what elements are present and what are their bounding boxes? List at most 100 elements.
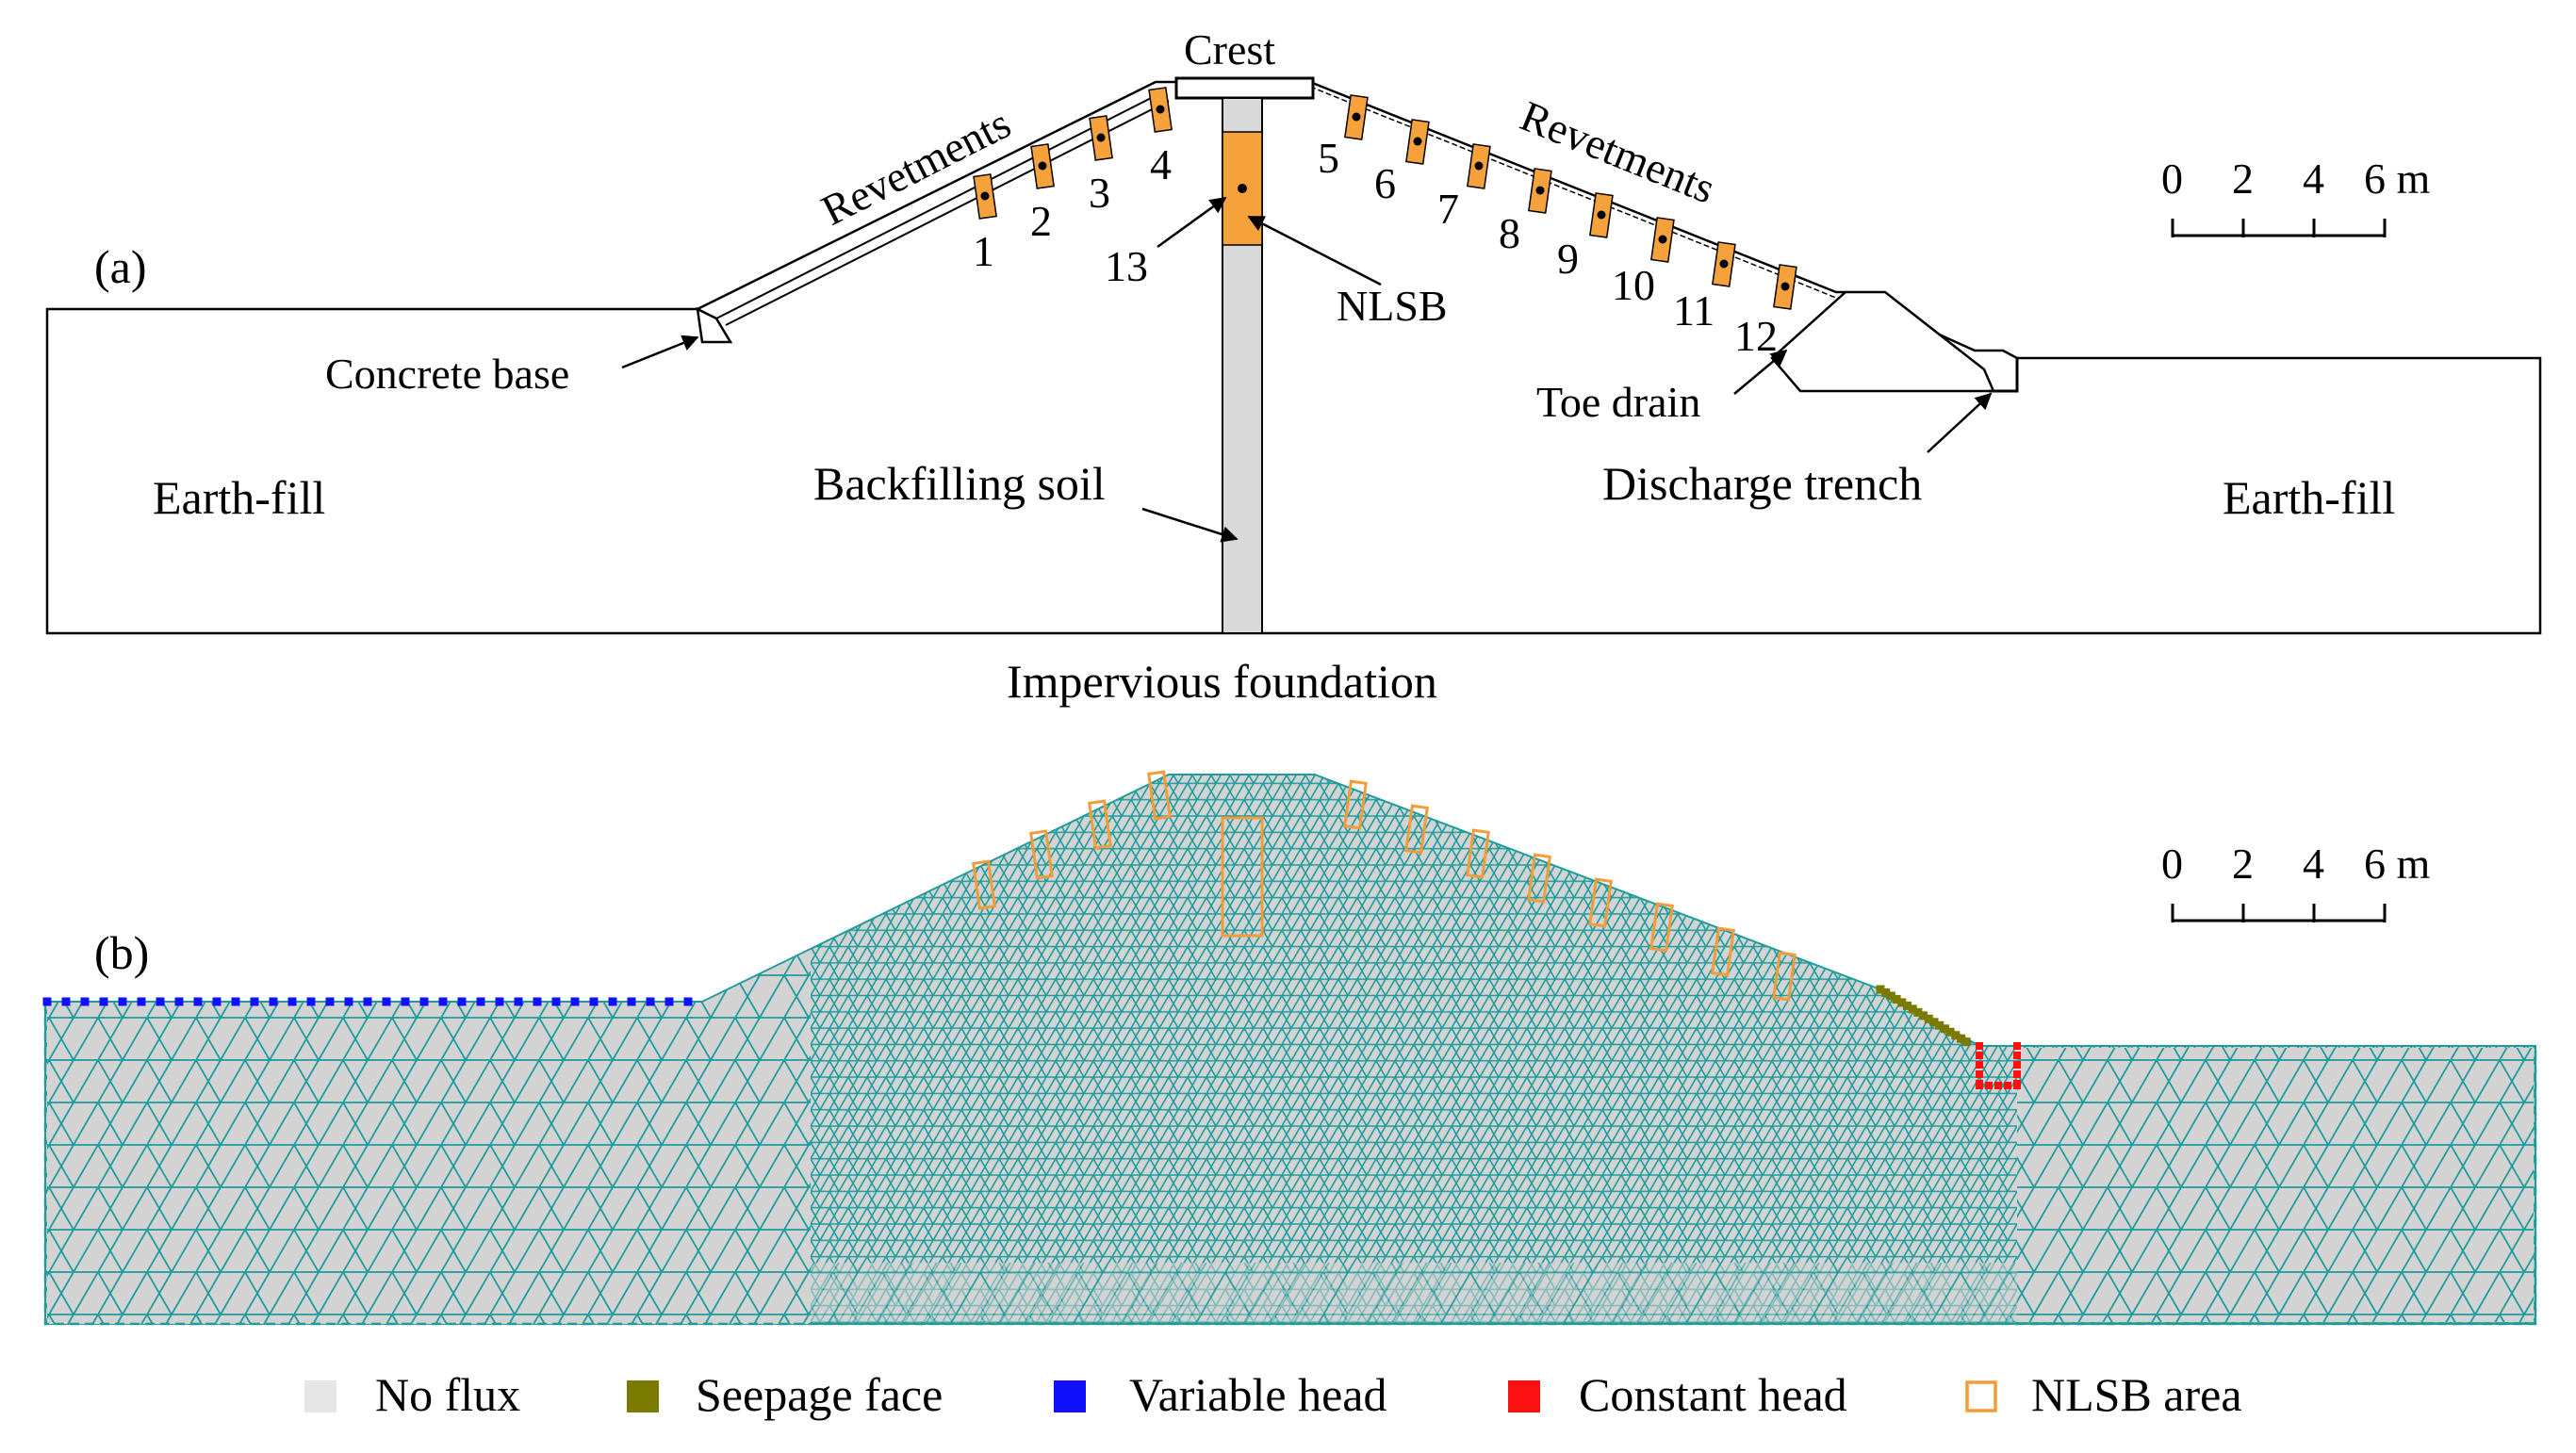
panel-b: (b) (42, 770, 2537, 1326)
seepage-face-marker (1886, 991, 1895, 1001)
variable-head-marker (627, 997, 636, 1006)
scale-bar-a-label-4: 4 (2303, 155, 2324, 203)
variable-head-marker (683, 997, 693, 1006)
nlsb-label: NLSB (1337, 282, 1448, 330)
seepage-face-marker (1897, 998, 1907, 1007)
sensor-dot-6 (1413, 137, 1422, 146)
constant-head-marker (1976, 1070, 1983, 1078)
sensor-label-6: 6 (1374, 159, 1396, 207)
sensor-dot-1 (980, 191, 990, 201)
mesh-coarse-bottom (47, 1263, 2534, 1322)
legend-swatch-seepage-face (627, 1380, 659, 1412)
legend-swatch-variable-head (1054, 1380, 1086, 1412)
sensor-dot-7 (1474, 161, 1484, 171)
variable-head-marker (457, 997, 467, 1006)
toe-drain-shape (1770, 290, 1995, 393)
variable-head-marker (382, 997, 391, 1006)
sensor-label-12: 12 (1734, 312, 1778, 360)
sensor-dot-5 (1352, 112, 1361, 122)
variable-head-marker (80, 997, 90, 1006)
nlsb-outline-5 (1343, 779, 1368, 830)
seepage-face-marker (1945, 1027, 1955, 1037)
constant-head-marker (2013, 1061, 2021, 1069)
earth-fill-right-label: Earth-fill (2223, 471, 2395, 524)
seepage-face-marker (1908, 1004, 1917, 1014)
scale-bar-a-label-6: 6 m (2364, 155, 2431, 203)
legend-label-variable-head: Variable head (1129, 1368, 1386, 1421)
sensor-13-dot (1238, 184, 1247, 193)
nlsb-outline-8 (1527, 853, 1551, 904)
toe-drain-label: Toe drain (1536, 378, 1700, 426)
scale-bar-a: 0 2 4 6 m (2161, 155, 2431, 237)
arrow-nlsb (1247, 215, 1382, 286)
variable-head-marker (363, 997, 372, 1006)
legend-label-no-flux: No flux (375, 1368, 520, 1421)
constant-head-marker (2013, 1052, 2021, 1059)
sensor-label-10: 10 (1612, 261, 1655, 309)
legend-swatch-no-flux (304, 1380, 336, 1412)
variable-head-marker (533, 997, 542, 1006)
arrow-sensor-13 (1157, 196, 1227, 249)
legend-label-seepage-face: Seepage face (696, 1368, 943, 1421)
variable-head-marker (665, 997, 674, 1006)
annotation-arrows (621, 196, 1993, 543)
panel-a-label: (a) (94, 240, 147, 293)
variable-head-marker (118, 997, 127, 1006)
sensor-label-13: 13 (1105, 242, 1148, 290)
nlsb-outline-3 (1088, 799, 1112, 850)
nlsb-outline-7 (1466, 828, 1490, 879)
variable-head-marker (212, 997, 222, 1006)
sensor-boxes (973, 87, 1797, 310)
sensor-label-11: 11 (1673, 286, 1715, 335)
scale-bar-b-label-6: 6 m (2364, 840, 2431, 888)
sensor-dot-12 (1780, 282, 1790, 291)
variable-head-marker (514, 997, 523, 1006)
legend-label-constant-head: Constant head (1579, 1368, 1847, 1421)
revetment-line-right (1309, 86, 1837, 299)
variable-head-marker (137, 997, 146, 1006)
variable-head-marker (495, 997, 504, 1006)
constant-head-marker (2004, 1082, 2011, 1089)
nlsb-outline-1 (972, 859, 996, 910)
scale-bar-a-label-2: 2 (2232, 155, 2254, 203)
constant-head-marker (1994, 1082, 2002, 1089)
earth-fill-left-label: Earth-fill (153, 471, 325, 524)
variable-head-marker (269, 997, 278, 1006)
variable-head-marker (250, 997, 259, 1006)
sensor-label-9: 9 (1557, 235, 1579, 283)
variable-head-marker (99, 997, 108, 1006)
constant-head-marker (1976, 1042, 1983, 1050)
nlsb-outline-6 (1404, 804, 1429, 855)
variable-head-marker (42, 997, 52, 1006)
constant-head-marker (2013, 1082, 2021, 1089)
sensor-dot-9 (1597, 210, 1606, 220)
nlsb-area-outlines (972, 770, 1797, 1002)
sensor-labels: 1 2 3 4 5 6 7 8 9 10 11 12 13 (973, 134, 1778, 360)
scale-bar-a-label-0: 0 (2161, 155, 2183, 203)
nlsb-outline-10 (1649, 902, 1674, 953)
variable-head-marker (551, 997, 561, 1006)
seepage-face-marker (1924, 1014, 1933, 1023)
sensor-dot-3 (1096, 133, 1106, 142)
sensor-dot-4 (1156, 105, 1165, 114)
seepage-face-marker (1919, 1011, 1928, 1020)
variable-head-marker (193, 997, 203, 1006)
constant-head-marker (1976, 1052, 1983, 1059)
mesh-coarse-left (47, 950, 811, 1324)
seepage-face-marker (1935, 1020, 1944, 1030)
variable-head-marker (589, 997, 599, 1006)
sensor-dot-10 (1658, 235, 1667, 244)
mesh-coarse-right (2017, 1048, 2534, 1322)
constant-head-marker (1976, 1082, 1983, 1089)
nlsb-outline-11 (1711, 926, 1735, 977)
nlsb-outline-9 (1588, 877, 1613, 928)
seepage-face-marker (1892, 994, 1901, 1004)
arrow-backfilling-soil (1141, 507, 1239, 543)
variable-head-marker (646, 997, 655, 1006)
discharge-trench-label: Discharge trench (1602, 457, 1922, 510)
sensor-dot-11 (1719, 259, 1729, 269)
variable-head-marker (344, 997, 353, 1006)
seepage-face-marker (1961, 1037, 1971, 1047)
sensor-label-5: 5 (1318, 134, 1339, 182)
variable-head-marker (401, 997, 410, 1006)
